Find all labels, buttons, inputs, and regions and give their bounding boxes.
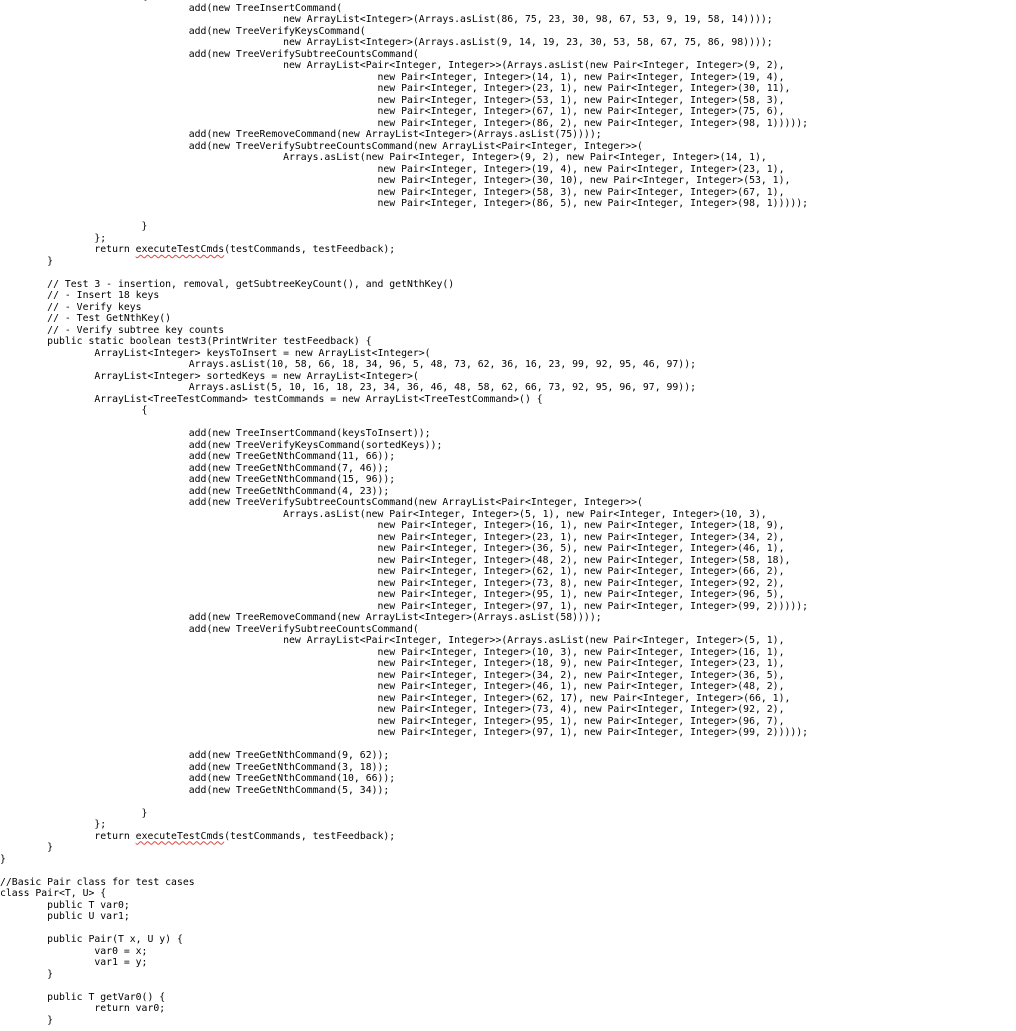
- code-line[interactable]: new Pair<Integer, Integer>(48, 2), new P…: [0, 554, 791, 566]
- code-line[interactable]: new Pair<Integer, Integer>(95, 1), new P…: [0, 589, 785, 600]
- code-line[interactable]: [0, 739, 1016, 751]
- code-line[interactable]: new Pair<Integer, Integer>(73, 4), new P…: [0, 704, 785, 715]
- code-line[interactable]: var1 = y;: [0, 957, 148, 968]
- code-line[interactable]: add(new TreeGetNthCommand(10, 66));: [0, 773, 396, 784]
- code-line[interactable]: new Pair<Integer, Integer>(16, 1), new P…: [0, 520, 785, 531]
- code-line[interactable]: [0, 1026, 1016, 1031]
- code-line[interactable]: new Pair<Integer, Integer>(86, 5), new P…: [0, 198, 809, 209]
- code-line[interactable]: new Pair<Integer, Integer>(23, 1), new P…: [0, 531, 785, 543]
- code-line[interactable]: public T var0;: [0, 899, 130, 911]
- code-line[interactable]: new Pair<Integer, Integer>(30, 10), new …: [0, 175, 791, 186]
- code-line[interactable]: new Pair<Integer, Integer>(97, 1), new P…: [0, 727, 809, 738]
- code-line[interactable]: add(new TreeGetNthCommand(9, 62));: [0, 750, 390, 761]
- code-line[interactable]: }: [0, 853, 6, 865]
- code-line[interactable]: };: [0, 232, 107, 244]
- code-line[interactable]: [0, 865, 1016, 877]
- code-line[interactable]: new Pair<Integer, Integer>(62, 17), new …: [0, 692, 791, 704]
- code-line[interactable]: add(new TreeVerifyKeysCommand(sortedKeys…: [0, 439, 443, 451]
- code-line[interactable]: return executeTestCmds(testCommands, tes…: [0, 244, 396, 255]
- code-line[interactable]: ArrayList<Integer> sortedKeys = new Arra…: [0, 370, 419, 382]
- code-line[interactable]: [0, 210, 1016, 222]
- spellcheck-flagged-word[interactable]: executeTestCmds: [135, 830, 225, 842]
- code-line[interactable]: new Pair<Integer, Integer>(36, 5), new P…: [0, 543, 785, 554]
- code-line[interactable]: add(new TreeGetNthCommand(15, 96));: [0, 474, 396, 485]
- code-line[interactable]: new Pair<Integer, Integer>(19, 4), new P…: [0, 163, 785, 175]
- code-line[interactable]: add(new TreeGetNthCommand(5, 34));: [0, 784, 390, 796]
- code-line[interactable]: new ArrayList<Integer>(Arrays.asList(86,…: [0, 14, 773, 25]
- code-line[interactable]: add(new TreeInsertCommand(keysToInsert))…: [0, 428, 431, 439]
- code-line[interactable]: }: [0, 255, 54, 267]
- code-line[interactable]: add(new TreeVerifySubtreeCountsCommand(n…: [0, 140, 643, 152]
- code-line[interactable]: // - Verify subtree key counts: [0, 324, 225, 336]
- code-line[interactable]: return executeTestCmds(testCommands, tes…: [0, 830, 396, 842]
- code-line[interactable]: new Pair<Integer, Integer>(18, 9), new P…: [0, 658, 785, 669]
- code-line[interactable]: public T getVar0() {: [0, 991, 166, 1003]
- code-line[interactable]: new Pair<Integer, Integer>(53, 1), new P…: [0, 94, 785, 106]
- code-line[interactable]: new Pair<Integer, Integer>(62, 1), new P…: [0, 566, 785, 577]
- code-line[interactable]: }: [0, 1014, 54, 1026]
- code-line[interactable]: {: [0, 405, 148, 416]
- code-line[interactable]: [0, 267, 1016, 279]
- code-line[interactable]: add(new TreeGetNthCommand(7, 46));: [0, 462, 390, 474]
- code-line[interactable]: // - Test GetNthKey(): [0, 313, 172, 324]
- code-line[interactable]: public Pair(T x, U y) {: [0, 934, 183, 945]
- code-line[interactable]: [0, 417, 1016, 429]
- code-line[interactable]: add(new TreeVerifySubtreeCountsCommand(: [0, 48, 419, 60]
- code-line[interactable]: //Basic Pair class for test cases: [0, 876, 195, 888]
- code-line[interactable]: }: [0, 842, 54, 853]
- code-line[interactable]: add(new TreeInsertCommand(: [0, 2, 343, 14]
- code-line[interactable]: {: [0, 0, 1016, 3]
- code-line[interactable]: new Pair<Integer, Integer>(58, 3), new P…: [0, 186, 785, 198]
- code-line[interactable]: }: [0, 968, 54, 980]
- code-line[interactable]: new Pair<Integer, Integer>(46, 1), new P…: [0, 681, 785, 692]
- code-line[interactable]: new Pair<Integer, Integer>(97, 1), new P…: [0, 600, 809, 612]
- code-line[interactable]: [0, 980, 1016, 992]
- code-line[interactable]: new ArrayList<Pair<Integer, Integer>>(Ar…: [0, 635, 785, 646]
- code-line[interactable]: new Pair<Integer, Integer>(23, 1), new P…: [0, 83, 791, 94]
- code-line[interactable]: Arrays.asList(5, 10, 16, 18, 23, 34, 36,…: [0, 382, 696, 393]
- code-line[interactable]: [0, 923, 1016, 935]
- code-line[interactable]: add(new TreeGetNthCommand(11, 66));: [0, 451, 396, 462]
- spellcheck-flagged-word[interactable]: executeTestCmds: [135, 244, 225, 255]
- code-line[interactable]: new Pair<Integer, Integer>(86, 2), new P…: [0, 117, 809, 129]
- code-line[interactable]: add(new TreeRemoveCommand(new ArrayList<…: [0, 612, 602, 623]
- code-line[interactable]: new Pair<Integer, Integer>(95, 1), new P…: [0, 715, 785, 727]
- code-line[interactable]: new Pair<Integer, Integer>(14, 1), new P…: [0, 71, 785, 83]
- code-line[interactable]: // - Verify keys: [0, 301, 142, 313]
- code-line[interactable]: };: [0, 819, 107, 830]
- code-line[interactable]: public U var1;: [0, 911, 130, 922]
- code-line[interactable]: add(new TreeGetNthCommand(4, 23));: [0, 485, 390, 497]
- code-line[interactable]: new Pair<Integer, Integer>(34, 2), new P…: [0, 669, 785, 681]
- code-line[interactable]: // Test 3 - insertion, removal, getSubtr…: [0, 278, 455, 290]
- code-line[interactable]: var0 = x;: [0, 945, 148, 957]
- code-line[interactable]: add(new TreeVerifySubtreeCountsCommand(n…: [0, 497, 643, 508]
- code-line[interactable]: return var0;: [0, 1003, 166, 1014]
- code-line[interactable]: public static boolean test3(PrintWriter …: [0, 336, 372, 347]
- code-line[interactable]: [0, 796, 1016, 808]
- code-line[interactable]: add(new TreeRemoveCommand(new ArrayList<…: [0, 129, 602, 140]
- code-line[interactable]: new Pair<Integer, Integer>(73, 8), new P…: [0, 577, 785, 589]
- code-line[interactable]: }: [0, 221, 148, 232]
- code-line[interactable]: ArrayList<Integer> keysToInsert = new Ar…: [0, 347, 431, 359]
- code-line[interactable]: // - Insert 18 keys: [0, 290, 160, 301]
- code-line[interactable]: }: [0, 807, 148, 819]
- code-line[interactable]: Arrays.asList(new Pair<Integer, Integer>…: [0, 508, 767, 520]
- code-line[interactable]: class Pair<T, U> {: [0, 888, 107, 899]
- code-line[interactable]: new Pair<Integer, Integer>(67, 1), new P…: [0, 106, 785, 117]
- code-line[interactable]: add(new TreeVerifySubtreeCountsCommand(: [0, 623, 419, 635]
- code-line[interactable]: ArrayList<TreeTestCommand> testCommands …: [0, 393, 543, 405]
- code-line[interactable]: new ArrayList<Pair<Integer, Integer>>(Ar…: [0, 60, 785, 71]
- code-line[interactable]: Arrays.asList(new Pair<Integer, Integer>…: [0, 152, 767, 163]
- code-line[interactable]: add(new TreeVerifyKeysCommand(: [0, 25, 366, 37]
- code-line[interactable]: add(new TreeGetNthCommand(3, 18));: [0, 761, 390, 773]
- code-line[interactable]: new Pair<Integer, Integer>(10, 3), new P…: [0, 646, 785, 658]
- code-line[interactable]: new ArrayList<Integer>(Arrays.asList(9, …: [0, 37, 773, 48]
- code-line[interactable]: Arrays.asList(10, 58, 66, 18, 34, 96, 5,…: [0, 359, 696, 370]
